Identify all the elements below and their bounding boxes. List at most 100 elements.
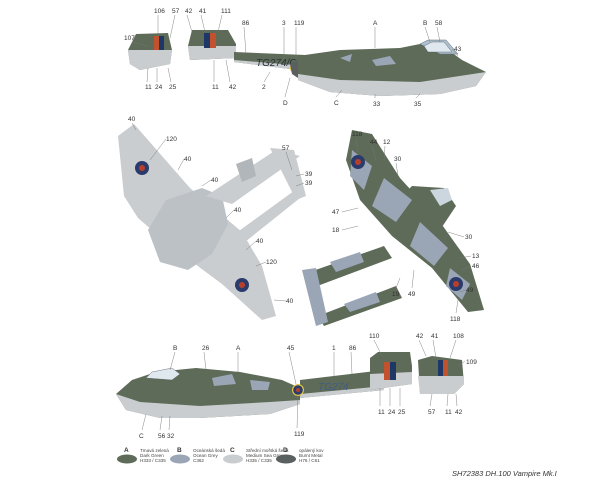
- legend-text: Ocean Grey: [193, 453, 218, 458]
- paint-callout-label: 49: [408, 291, 416, 298]
- paint-callout-label: 120: [266, 259, 277, 266]
- paint-callout-label: 49: [466, 287, 474, 294]
- legend-text: Střední mořská šedá: [246, 448, 289, 453]
- upper-roundel-b: [449, 277, 463, 291]
- paint-callout-label: 57: [428, 409, 436, 416]
- paint-callout-label: 1: [332, 345, 336, 352]
- boom-serial-top: TG274/G: [256, 58, 297, 69]
- paint-callout-label: 56: [158, 433, 166, 440]
- underside-tailplane: [270, 148, 306, 200]
- paint-callout-label: A: [236, 345, 241, 352]
- legend-text: opálený kov: [299, 448, 324, 453]
- paint-callout-label: 45: [287, 345, 295, 352]
- paint-callout-label: 26: [202, 345, 210, 352]
- legend-text: H333 / C335: [140, 458, 166, 463]
- paint-callout-label: 58: [435, 20, 443, 27]
- legend-text: H335 / C335: [246, 458, 272, 463]
- upper-roundel-a: [351, 155, 365, 169]
- paint-callout-label: 46: [472, 263, 480, 270]
- legend-text: C: [230, 447, 235, 454]
- paint-callout-label: 33: [373, 101, 381, 108]
- paint-callout-label: 13: [472, 253, 480, 260]
- legend-item-d: D opálený kov Burnt Metal H76 / C61: [276, 447, 324, 464]
- legend-item-a: A Tmavá zelená Dark Green H333 / C335: [117, 447, 169, 464]
- boom-serial-bottom: TG274: [318, 382, 349, 393]
- paint-callout-label: 35: [414, 101, 422, 108]
- paint-callout-label: 111: [221, 8, 231, 15]
- paint-callout-label: 57: [282, 145, 290, 152]
- paint-callout-label: 120: [166, 136, 177, 143]
- paint-callout-label: 11: [145, 84, 152, 91]
- paint-callout-label: B: [173, 345, 177, 352]
- paint-callout-label: 119: [294, 20, 305, 27]
- underside-callouts: 40 120 40 40 40 40 57 39 39 120 40: [128, 116, 313, 305]
- legend-text: H76 / C61: [299, 458, 320, 463]
- paint-callout-label: D: [283, 100, 288, 107]
- paint-callout-label: 39: [305, 180, 313, 187]
- paint-callout-label: 42: [229, 84, 237, 91]
- paint-callout-label: 25: [169, 84, 177, 91]
- legend-text: D: [283, 447, 288, 454]
- upper-tailplane: [302, 268, 328, 326]
- legend-text: Burnt Metal: [299, 453, 323, 458]
- legend-text: Dark Green: [140, 453, 164, 458]
- paint-callout-label: 107: [124, 35, 135, 42]
- paint-callout-label: 32: [167, 433, 175, 440]
- paint-callout-label: 40: [184, 156, 192, 163]
- paint-callout-label: 118: [352, 131, 363, 138]
- starboard-view-callouts: B 26 A 45 1 86 110 42 41 108 109 C 56 32…: [139, 333, 477, 440]
- paint-callout-label: 24: [155, 84, 163, 91]
- paint-callout-label: 108: [453, 333, 464, 340]
- upper-surface-callouts: 118 44 12 30 47 18 30 13 46 19 49 49 118: [332, 131, 480, 323]
- paint-callout-label: 11: [445, 409, 452, 416]
- port-fin-detail-right: [188, 30, 236, 60]
- paint-callout-label: A: [373, 20, 378, 27]
- paint-callout-label: 2: [262, 84, 266, 91]
- paint-callout-label: 110: [369, 333, 380, 340]
- starboard-side-view: TG274: [116, 352, 464, 418]
- underside-roundel-a: [135, 161, 149, 175]
- paint-callout-label: 24: [388, 409, 396, 416]
- underside-fuselage: [148, 188, 228, 270]
- paint-callout-label: 41: [431, 333, 439, 340]
- paint-callout-label: 25: [398, 409, 406, 416]
- port-side-view: TG274/G: [128, 30, 486, 96]
- paint-callout-label: 11: [212, 84, 219, 91]
- paint-callout-label: 47: [332, 209, 340, 216]
- cockpit-canopy-top: [423, 41, 453, 53]
- underside-boom-lower: [232, 188, 300, 246]
- legend-text: Medium Sea Grey: [246, 453, 284, 458]
- paint-callout-label: 40: [256, 238, 264, 245]
- legend-text: B: [177, 447, 182, 454]
- paint-callout-label: 119: [294, 431, 305, 438]
- starboard-fin-rear-detail: [418, 356, 464, 394]
- paint-callout-label: 40: [128, 116, 136, 123]
- paint-callout-label: 40: [211, 177, 219, 184]
- upper-surface-plan-view: [302, 130, 484, 326]
- paint-callout-label: 40: [234, 207, 242, 214]
- underside-plan-view: [118, 124, 306, 320]
- paint-callout-label: 30: [394, 156, 402, 163]
- port-view-callouts: 106 57 107 11 24 25 42 41 111 86 3 119 A…: [124, 8, 462, 108]
- paint-callout-label: 12: [383, 139, 391, 146]
- paint-callout-label: B: [423, 20, 427, 27]
- paint-callout-label: 18: [332, 227, 340, 234]
- paint-callout-label: 106: [154, 8, 165, 15]
- legend-item-c: C Střední mořská šedá Medium Sea Grey H3…: [223, 447, 289, 464]
- legend-text: A: [124, 447, 129, 454]
- paint-callout-label: 86: [242, 20, 250, 27]
- starboard-fin: [370, 352, 412, 390]
- legend-text: C362: [193, 458, 204, 463]
- legend-item-b: B Oceánská šedá Ocean Grey C362: [170, 447, 225, 464]
- fuselage-roundel-bottom: [292, 384, 304, 396]
- cockpit-canopy-bottom: [145, 367, 181, 381]
- paint-callout-label: 30: [465, 234, 473, 241]
- paint-callout-label: 44: [370, 139, 378, 146]
- paint-callout-label: 86: [349, 345, 357, 352]
- paint-callout-label: 19: [392, 291, 400, 298]
- colour-legend: A Tmavá zelená Dark Green H333 / C335 B …: [117, 447, 324, 464]
- underside-roundel-b: [235, 278, 249, 292]
- legend-text: Oceánská šedá: [193, 448, 225, 453]
- paint-callout-label: 118: [450, 316, 461, 323]
